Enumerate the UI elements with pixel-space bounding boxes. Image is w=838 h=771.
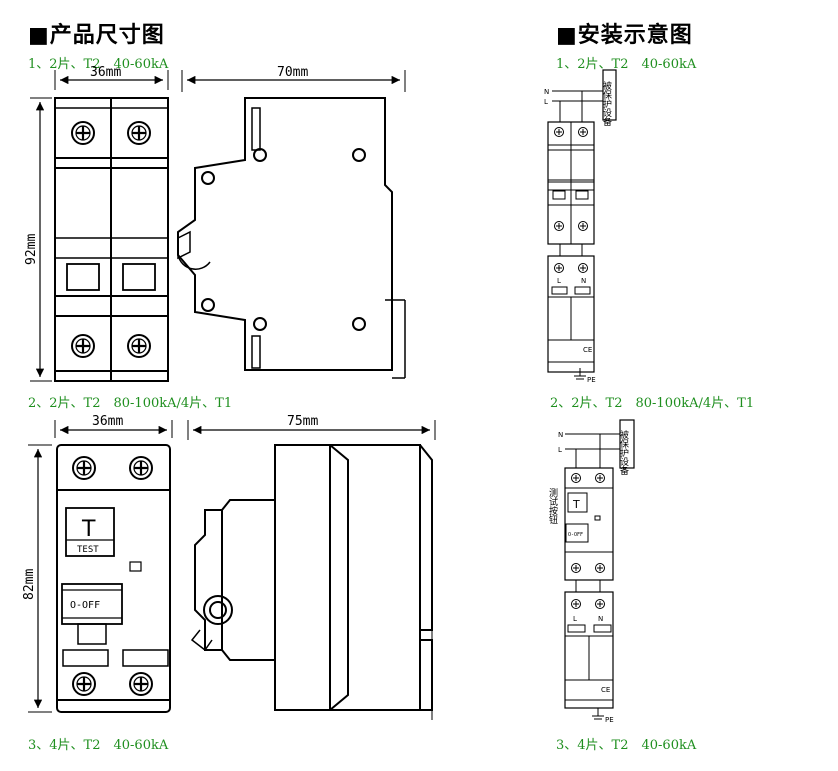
wire-label-n: N [544,88,549,96]
terminal-screw-icon [578,127,588,137]
screw-icon [128,455,154,481]
wire-label-l: L [544,98,548,106]
front-view-top [30,70,169,382]
wire-label-n: N [558,431,563,439]
dim-top-height: 92mm [24,234,39,265]
terminal-label-n: N [598,615,603,623]
dim-bottom-width: 36mm [92,414,123,429]
screw-icon [71,671,97,697]
switch-label: O-OFF [70,600,100,611]
terminal-label-n: N [581,277,586,285]
screw-icon [70,120,96,146]
terminal-label-l: L [573,615,577,623]
installation-diagram-bottom [564,419,635,720]
screw-icon [71,455,97,481]
side-view-top [177,70,406,379]
screw-icon [126,120,152,146]
switch-label-small: O-OFF [568,532,583,538]
caption-top-right: 1、2片、T2 40-60kA [556,57,697,72]
ground-label-pe: PE [587,376,596,384]
screw-icon [126,333,152,359]
ce-mark: CE [583,346,592,354]
dim-top-width: 36mm [90,65,121,80]
heading-installation-diagram: ■安装示意图 [556,23,693,48]
caption-mid-right: 2、2片、T2 80-100kA/4片、T1 [550,396,755,411]
protected-equipment-label: 被保护设备 [601,80,612,126]
terminal-screw-icon [571,599,581,609]
wire-label-l: L [558,446,562,454]
terminal-screw-icon [595,563,605,573]
caption-bottom-right: 3、4片、T2 40-60kA [556,738,697,753]
terminal-screw-icon [571,473,581,483]
screw-icon [70,333,96,359]
test-letter: T [81,517,96,542]
screw-icon [128,671,154,697]
ground-label-pe: PE [605,716,614,724]
terminal-screw-icon [595,599,605,609]
dim-bottom-depth: 75mm [287,414,318,429]
terminal-screw-icon [554,221,564,231]
test-button-label: 测试按钮 [547,488,558,524]
dim-top-depth: 70mm [277,65,308,80]
terminal-screw-icon [554,127,564,137]
caption-mid-left: 2、2片、T2 80-100kA/4片、T1 [28,396,233,411]
terminal-screw-icon [578,221,588,231]
terminal-screw-icon [554,263,564,273]
heading-product-dimensions: ■产品尺寸图 [28,23,165,48]
terminal-screw-icon [571,563,581,573]
protected-equipment-label: 被保护设备 [618,429,629,475]
ce-mark: CE [601,686,610,694]
dim-bottom-height: 82mm [22,569,37,600]
front-view-bottom [28,420,173,713]
terminal-screw-icon [595,473,605,483]
test-word: TEST [77,545,99,555]
terminal-screw-icon [578,263,588,273]
side-view-bottom [187,420,436,720]
test-letter-small: T [572,498,580,511]
terminal-label-l: L [557,277,561,285]
installation-diagram-top [547,69,617,380]
caption-bottom-left: 3、4片、T2 40-60kA [28,738,169,753]
caption-top-left: 1、2片、T2 40-60kA [28,57,169,72]
